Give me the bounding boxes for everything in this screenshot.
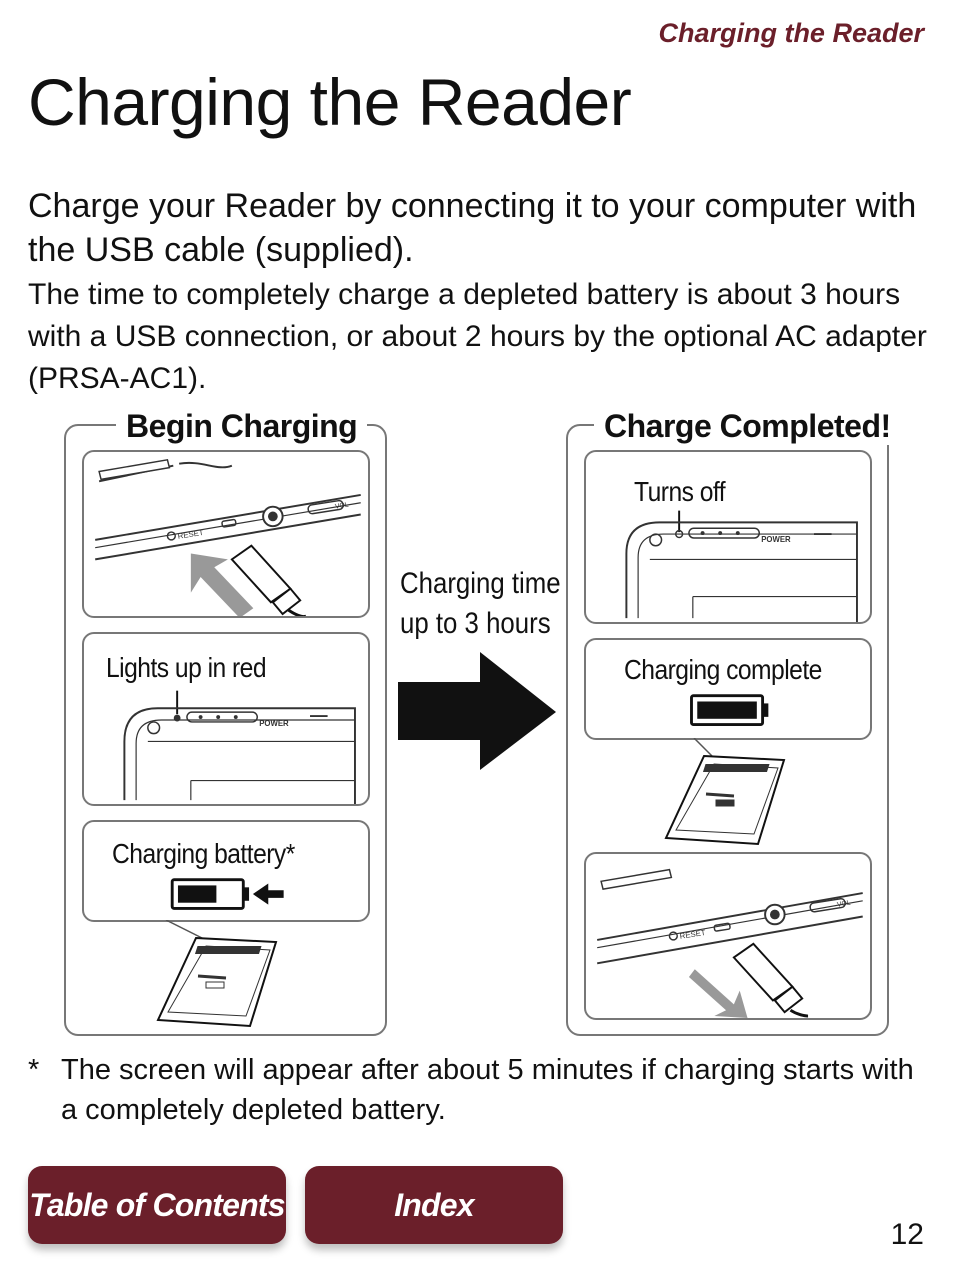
reset-label: RESET [177,528,204,541]
arrow-left-icon [252,883,284,905]
big-right-arrow-icon [398,652,556,770]
charge-completed-panel: Charge Completed! Turns off POWER Chargi… [566,408,901,1036]
lights-up-box: Lights up in red POWER [82,632,370,806]
charging-time-line2: up to 3 hours [400,607,551,640]
running-head: Charging the Reader [658,18,924,48]
table-of-contents-button[interactable]: Table of Contents [28,1166,286,1244]
usb-plug-in-illustration: RESET VOL [95,458,361,616]
power-label-2: POWER [761,535,791,544]
lights-up-caption: Lights up in red [106,652,267,683]
reset-label-2: RESET [679,928,706,941]
usb-disconnect-illustration: RESET VOL [584,852,872,1020]
power-led-off-illustration: POWER [625,510,858,622]
vol-label-2: VOL [837,900,852,909]
charging-battery-caption: Charging battery* [112,838,295,869]
footnote-text: The screen will appear after about 5 min… [61,1054,914,1126]
charging-time-label: Charging time up to 3 hours [400,564,561,644]
reader-device-complete-illustration [664,738,786,846]
charge-completed-heading: Charge Completed! [594,408,901,445]
page-number: 12 [890,1218,924,1251]
battery-charging-icon [170,878,284,910]
index-button[interactable]: Index [305,1166,563,1244]
body-paragraph: The time to completely charge a depleted… [28,278,927,395]
charging-battery-box: Charging battery* [82,820,370,922]
footnote-mark: * [28,1054,40,1086]
page-title: Charging the Reader [28,65,632,139]
power-led-red-illustration: POWER [123,690,356,804]
turns-off-caption: Turns off [634,476,726,507]
vol-label: VOL [335,502,350,511]
begin-charging-heading: Begin Charging [116,408,368,445]
begin-charging-panel: Begin Charging RESET VOL Lights up in re… [64,408,387,1036]
usb-unplug-illustration: RESET VOL [597,868,863,1018]
charging-complete-caption: Charging complete [624,654,822,685]
charging-complete-box: Charging complete [584,638,872,740]
charging-time-line1: Charging time [400,567,561,600]
usb-connect-illustration: RESET VOL [82,450,370,618]
reader-device-charging-illustration [156,920,278,1028]
footnote: * The screen will appear after about 5 m… [28,1050,928,1130]
power-label: POWER [259,719,289,728]
lead-paragraph: Charge your Reader by connecting it to y… [28,187,917,269]
turns-off-box: Turns off POWER [584,450,872,624]
battery-full-icon [690,694,769,726]
